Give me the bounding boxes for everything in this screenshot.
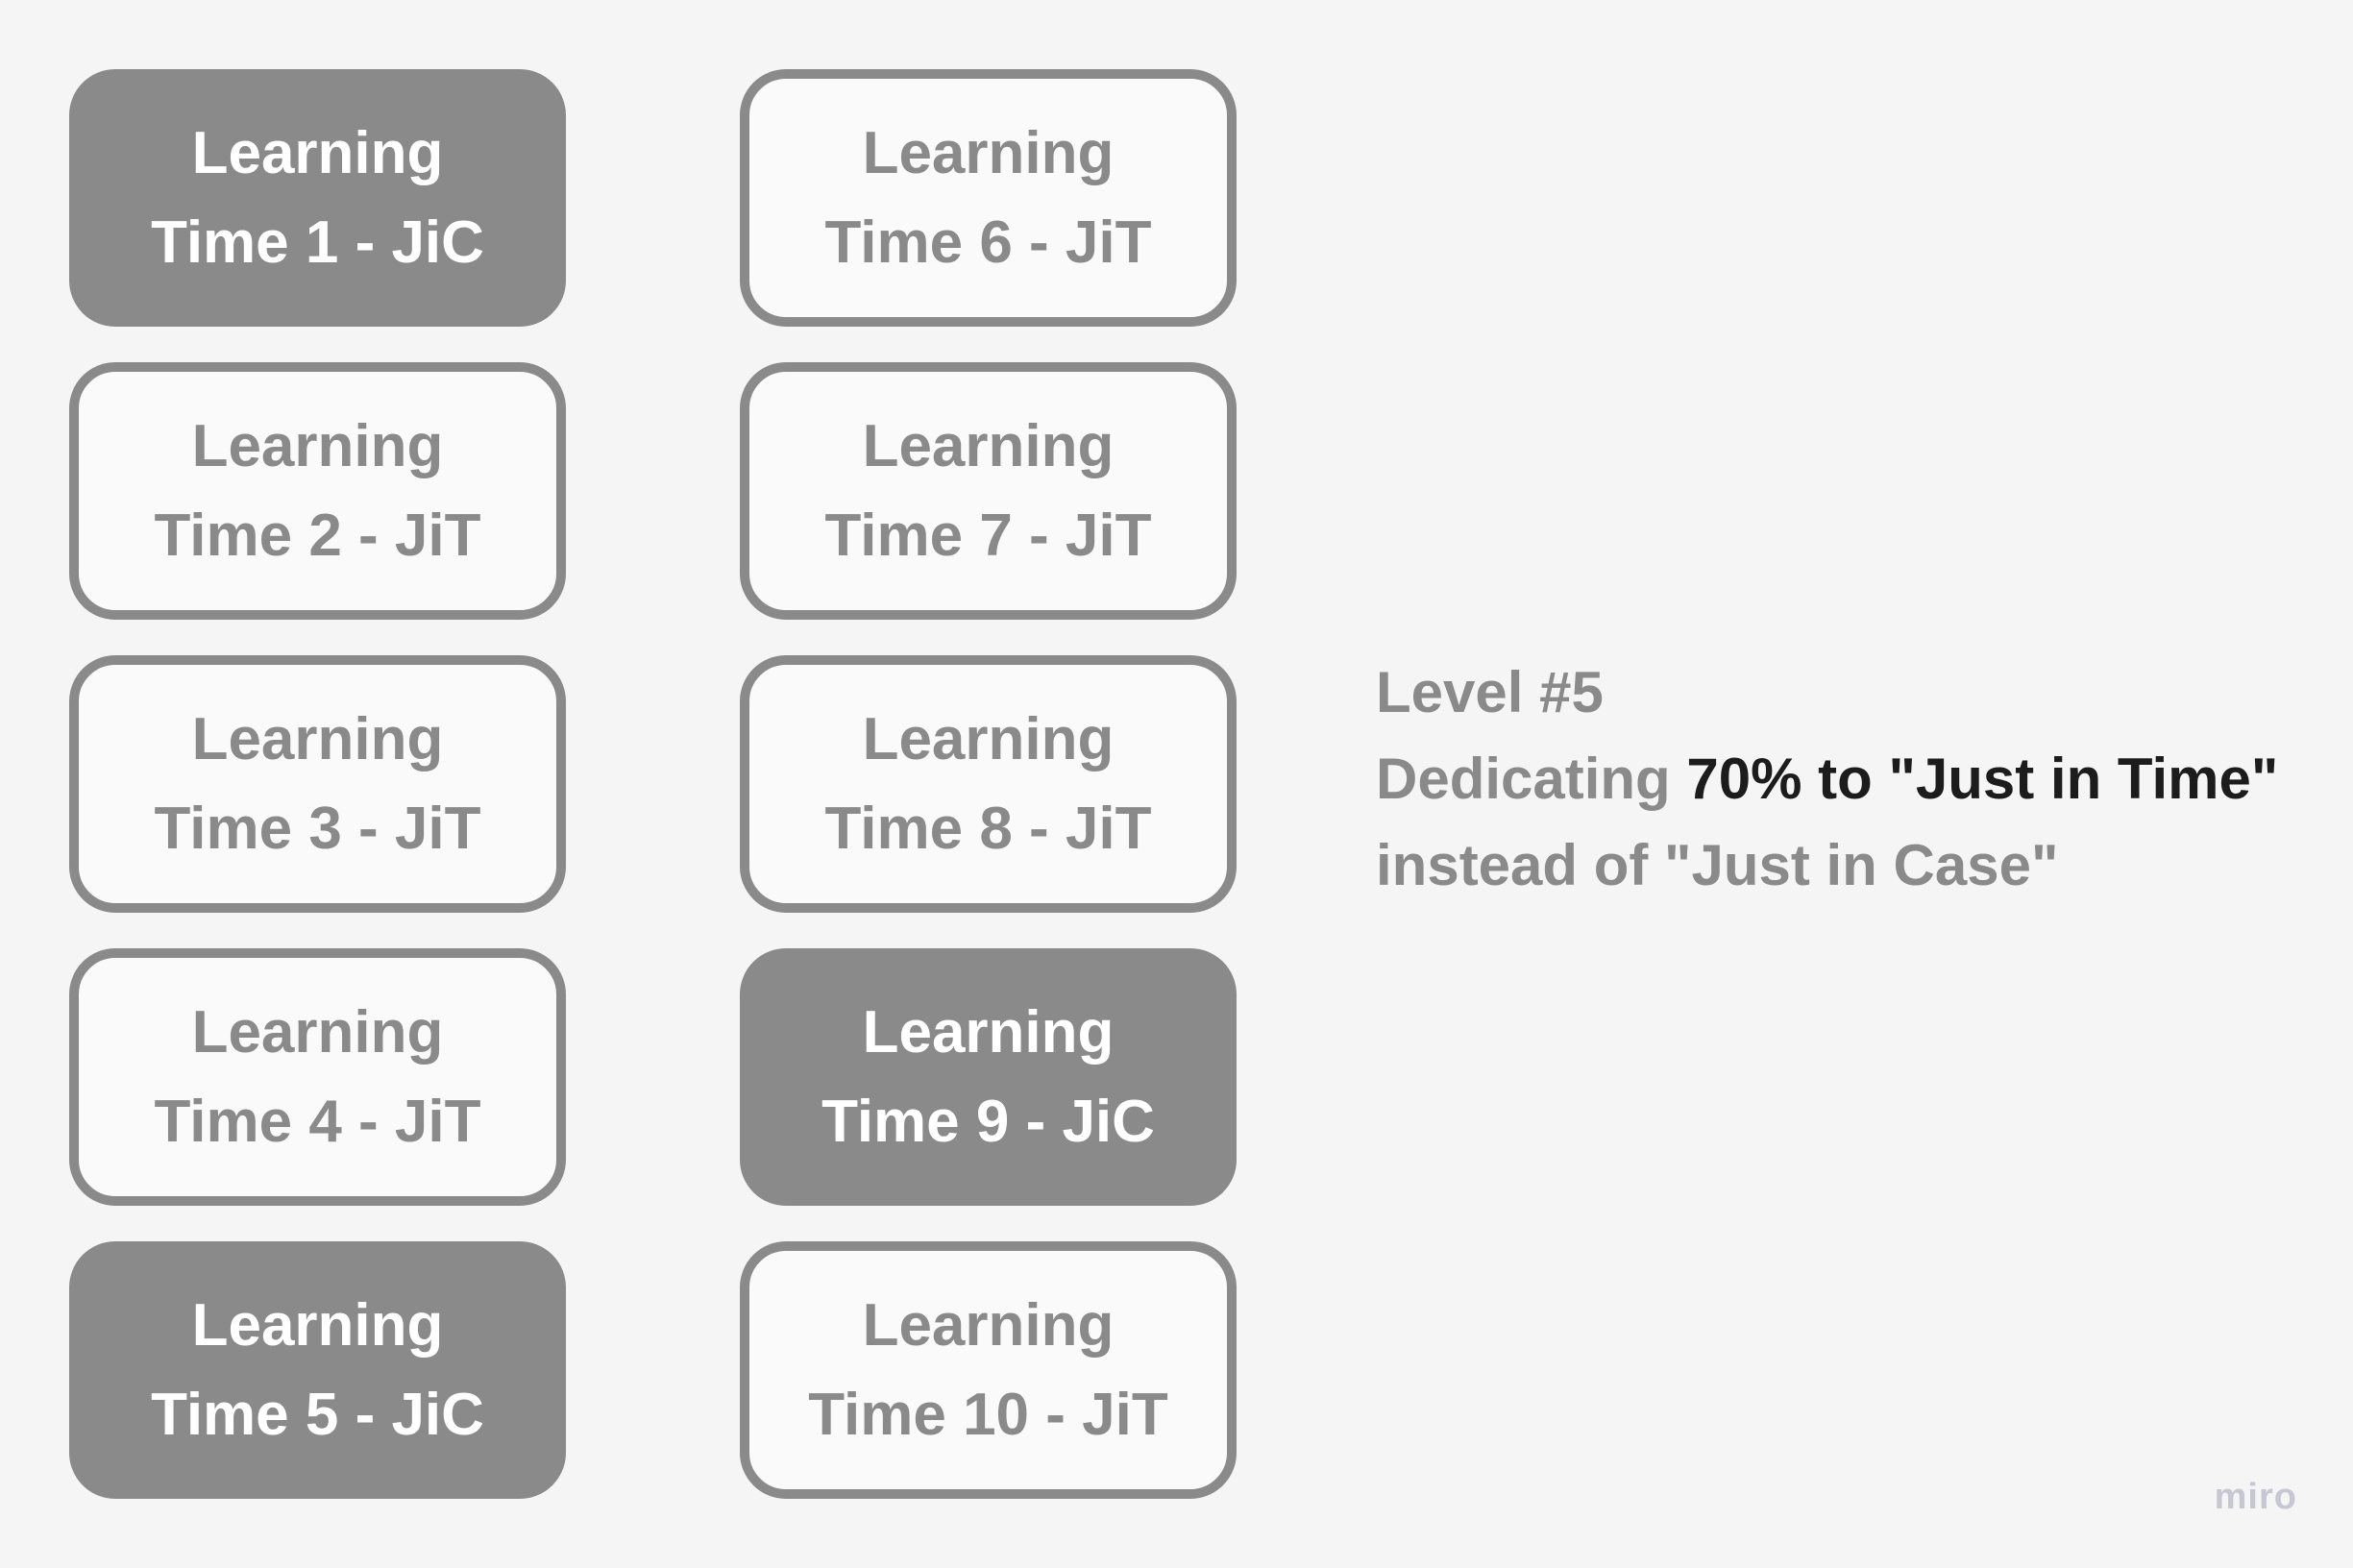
annotation-line-1: Level #5: [1376, 660, 1604, 724]
box-label-5: Learning Time 5 - JiC: [151, 1292, 484, 1448]
learning-time-box-6[interactable]: Learning Time 6 - JiT: [740, 69, 1237, 327]
box-label-6: Learning Time 6 - JiT: [824, 120, 1152, 276]
learning-time-box-10[interactable]: Learning Time 10 - JiT: [740, 1241, 1237, 1499]
box-label-8: Learning Time 8 - JiT: [824, 706, 1152, 862]
box-label-7: Learning Time 7 - JiT: [824, 413, 1152, 569]
annotation-line-2-dark: 70% to "Just in Time": [1686, 747, 2279, 811]
box-label-4: Learning Time 4 - JiT: [154, 999, 481, 1155]
learning-time-box-4[interactable]: Learning Time 4 - JiT: [69, 948, 566, 1206]
box-label-1: Learning Time 1 - JiC: [151, 120, 484, 276]
learning-time-box-7[interactable]: Learning Time 7 - JiT: [740, 362, 1237, 620]
box-label-10: Learning Time 10 - JiT: [808, 1292, 1168, 1448]
annotation-line-3: instead of "Just in Case": [1376, 833, 2059, 897]
learning-time-box-9[interactable]: Learning Time 9 - JiC: [740, 948, 1237, 1206]
learning-time-box-1[interactable]: Learning Time 1 - JiC: [69, 69, 566, 327]
learning-time-box-3[interactable]: Learning Time 3 - JiT: [69, 655, 566, 913]
miro-logo: miro: [2214, 1477, 2297, 1517]
learning-time-box-8[interactable]: Learning Time 8 - JiT: [740, 655, 1237, 913]
box-label-3: Learning Time 3 - JiT: [154, 706, 481, 862]
learning-time-box-2[interactable]: Learning Time 2 - JiT: [69, 362, 566, 620]
box-column-right: Learning Time 6 - JiT Learning Time 7 - …: [740, 69, 1237, 1499]
box-label-2: Learning Time 2 - JiT: [154, 413, 481, 569]
level-annotation-text[interactable]: Level #5 Dedicating 70% to "Just in Time…: [1376, 649, 2278, 909]
box-column-left: Learning Time 1 - JiC Learning Time 2 - …: [69, 69, 566, 1499]
annotation-line-2: Dedicating 70% to "Just in Time": [1376, 736, 2278, 822]
annotation-line-2-gray: Dedicating: [1376, 747, 1687, 811]
box-label-9: Learning Time 9 - JiC: [821, 999, 1155, 1155]
learning-time-box-5[interactable]: Learning Time 5 - JiC: [69, 1241, 566, 1499]
